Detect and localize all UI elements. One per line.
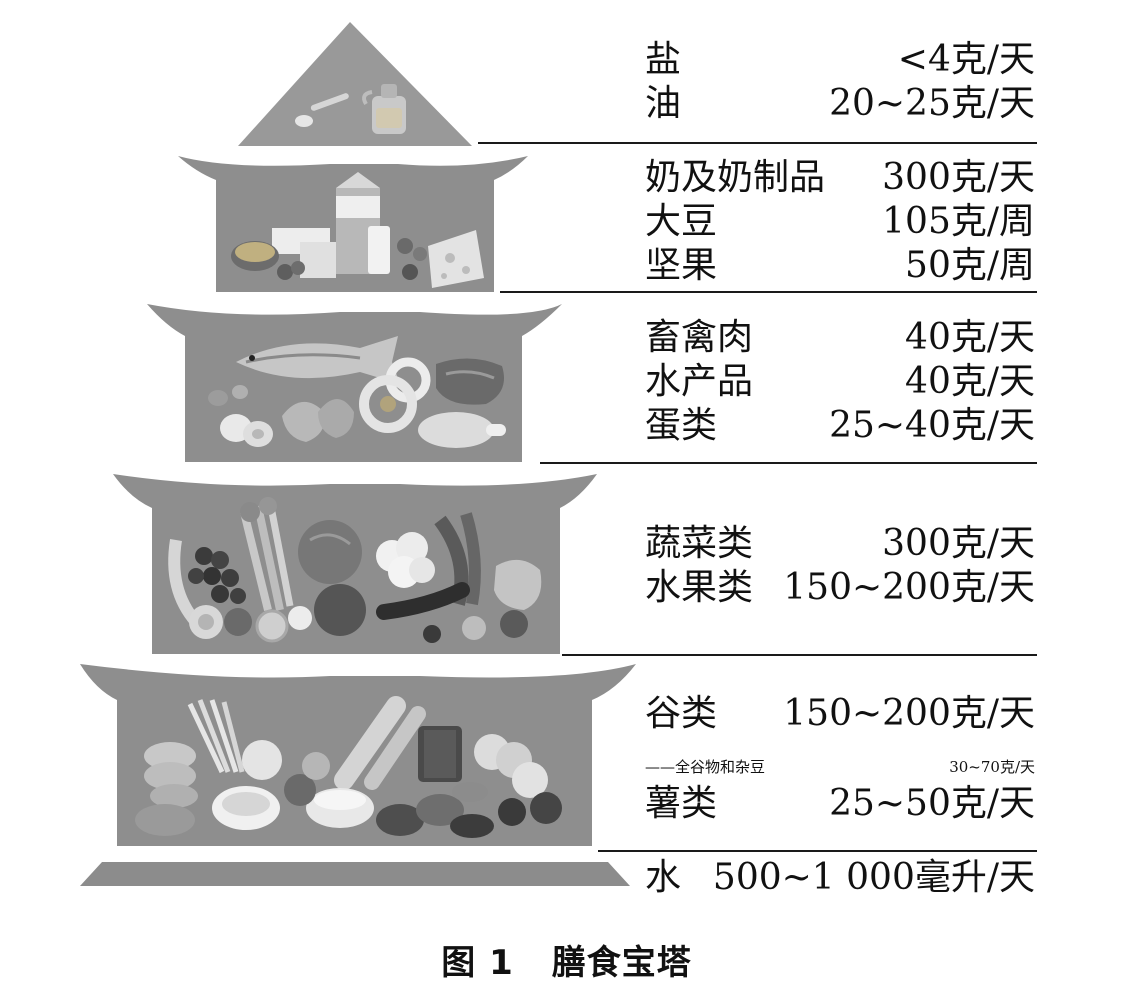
figure-number: 图 1 — [441, 943, 514, 983]
food-amount: 105克/周 — [882, 201, 1035, 242]
milk-glass-image — [368, 226, 390, 274]
salt-spoon-image — [295, 93, 349, 127]
food-name: 谷类 — [645, 693, 718, 734]
fish-image — [236, 336, 400, 384]
label-row-soybean: 大豆 105克/周 — [645, 200, 1035, 244]
celery-image — [240, 497, 294, 611]
shrimp-image — [282, 399, 354, 442]
food-amount: <4克/天 — [897, 39, 1035, 80]
tier-vegetables-fruit — [113, 474, 597, 654]
food-name: 水果类 — [645, 567, 754, 608]
taro-slices-image — [474, 734, 548, 798]
nuts-image — [277, 238, 427, 280]
label-row-water: 水 500~1 000毫升/天 — [645, 856, 1035, 900]
tier-grains-tubers — [80, 664, 636, 846]
food-name: 大豆 — [645, 201, 718, 242]
purple-potato-image — [498, 798, 526, 826]
label-row-oil: 油 20~25克/天 — [645, 82, 1035, 126]
food-name: 水产品 — [645, 361, 754, 402]
pepper-image — [494, 559, 542, 610]
cauliflower-image — [376, 532, 435, 588]
food-amount: 300克/天 — [882, 523, 1035, 564]
label-row-meat: 畜禽肉 40克/天 — [645, 316, 1035, 360]
figure-title: 膳食宝塔 — [551, 943, 692, 983]
tier-salt-oil — [238, 22, 472, 146]
mushroom-image — [462, 616, 486, 640]
food-amount: 500~1 000毫升/天 — [712, 857, 1035, 898]
label-row-fruit: 水果类 150~200克/天 — [645, 566, 1035, 610]
potato-image — [284, 774, 316, 806]
food-amount: 25~50克/天 — [829, 783, 1035, 824]
corn-image — [334, 696, 426, 790]
tomato-image — [423, 625, 441, 643]
food-amount: 300克/天 — [882, 157, 1035, 198]
tier-meat-seafood-eggs — [147, 304, 562, 462]
rice-bowl-image — [306, 788, 374, 828]
food-amount: 150~200克/天 — [783, 693, 1035, 734]
food-name: 奶及奶制品 — [645, 157, 826, 198]
label-row-vegetables: 蔬菜类 300克/天 — [645, 522, 1035, 566]
figure-caption: 图 1 膳食宝塔 — [0, 935, 1133, 984]
food-name: 坚果 — [645, 245, 718, 286]
pear-image — [288, 606, 312, 630]
label-row-eggs: 蛋类 25~40克/天 — [645, 404, 1035, 448]
beans-image — [376, 782, 494, 838]
food-amount: 40克/天 — [905, 361, 1035, 402]
dumpling-plate-image — [212, 786, 280, 830]
orange-image — [255, 609, 289, 643]
food-name: 蛋类 — [645, 405, 718, 446]
chicken-leg-image — [418, 412, 506, 448]
plum-image — [500, 610, 528, 638]
oil-bottle-image — [362, 84, 406, 134]
cabbage-image — [298, 520, 366, 636]
label-row-nuts: 坚果 50克/周 — [645, 244, 1035, 288]
food-name: 薯类 — [645, 783, 718, 824]
tier-dairy-soy-nuts — [178, 156, 528, 292]
cheese-image — [428, 230, 484, 288]
noodles-image — [187, 699, 245, 774]
squid-ring-image — [359, 357, 431, 433]
meat-image — [436, 358, 504, 405]
label-row-dairy: 奶及奶制品 300克/天 — [645, 156, 1035, 200]
food-amount: 150~200克/天 — [783, 567, 1035, 608]
bread-image — [418, 726, 462, 782]
kiwi-image — [224, 608, 252, 636]
food-name: 水 — [645, 857, 682, 898]
label-row-seafood: 水产品 40克/天 — [645, 360, 1035, 404]
sweet-potato-image — [135, 804, 195, 836]
soybean-bowl-image — [231, 241, 279, 271]
label-row-grains: 谷类 150~200克/天 — [645, 692, 1035, 736]
food-name: 油 — [645, 83, 682, 124]
tier-water — [80, 862, 630, 886]
apple-image — [189, 605, 223, 639]
grapes-image — [188, 547, 246, 604]
label-row-whole-grains: ——全谷物和杂豆 30~70克/天 — [645, 756, 1035, 778]
steamed-bun-image — [242, 740, 282, 780]
eggplant-image — [376, 582, 470, 620]
food-amount: 25~40克/天 — [829, 405, 1035, 446]
food-name: 畜禽肉 — [645, 317, 754, 358]
food-amount: 20~25克/天 — [829, 83, 1035, 124]
food-name: ——全谷物和杂豆 — [645, 758, 766, 776]
food-amount: 50克/周 — [905, 245, 1035, 286]
food-amount: 30~70克/天 — [949, 758, 1035, 776]
buns-image — [144, 742, 198, 808]
eggs-image — [208, 385, 273, 447]
label-row-tubers: 薯类 25~50克/天 — [645, 782, 1035, 826]
food-amount: 40克/天 — [905, 317, 1035, 358]
food-name: 蔬菜类 — [645, 523, 754, 564]
food-name: 盐 — [645, 39, 682, 80]
label-row-salt: 盐 <4克/天 — [645, 38, 1035, 82]
